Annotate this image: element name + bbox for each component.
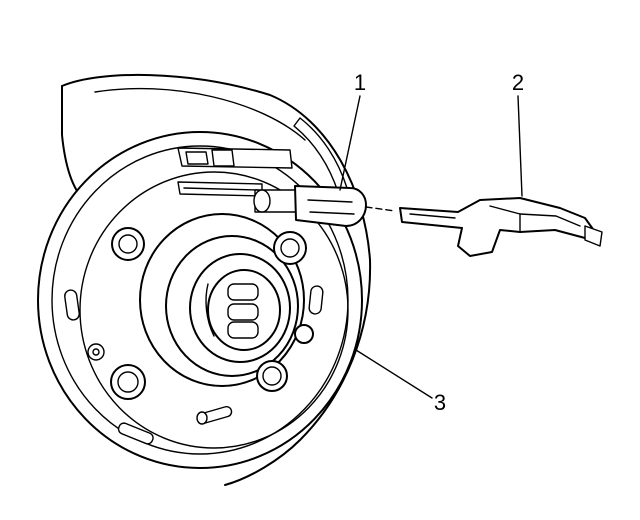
callout-1: 1 (354, 70, 366, 95)
brake-shoe-upper (177, 147, 293, 197)
callout-2: 2 (512, 70, 524, 95)
mounting-holes (87, 227, 314, 400)
callout-3: 3 (434, 390, 446, 415)
wheel-hub (139, 213, 305, 387)
plate-slots (64, 285, 324, 445)
cable-end (253, 185, 396, 227)
leader-lines (339, 95, 523, 399)
park-brake-lever (399, 197, 603, 257)
